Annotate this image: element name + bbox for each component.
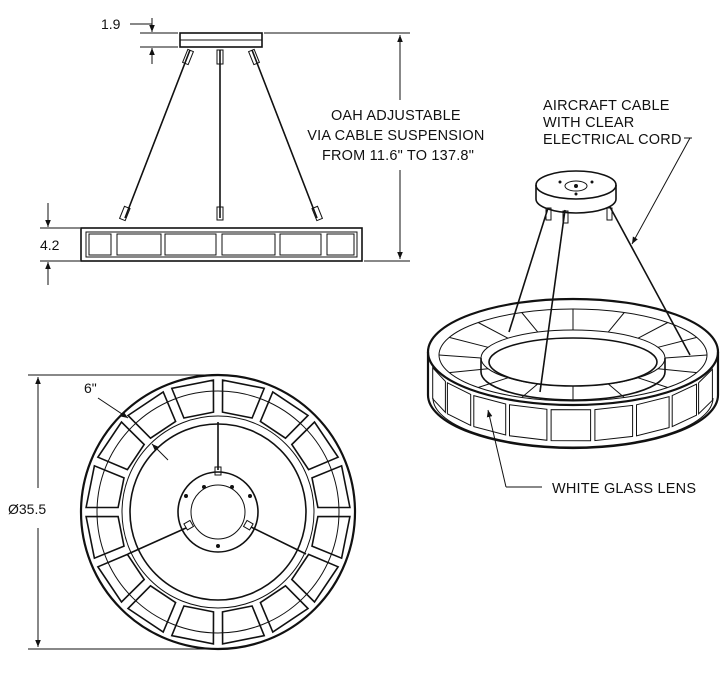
ring-outer-inner-circle <box>96 390 340 634</box>
lens-panel <box>85 464 125 509</box>
outer-lens-panel <box>509 404 548 441</box>
lens-panel <box>126 584 177 634</box>
lens-panel <box>221 605 266 645</box>
aircraft-cable-callout: AIRCRAFT CABLE WITH CLEAR ELECTRICAL COR… <box>543 98 692 245</box>
ring-ribs <box>438 309 708 401</box>
canopy-perspective <box>535 170 617 214</box>
oah-line-1: OAH ADJUSTABLE <box>331 108 461 124</box>
lens-callout-label: WHITE GLASS LENS <box>552 481 696 497</box>
lens-width-dimension: 6" <box>84 380 169 461</box>
suspension-cables-perspective <box>508 206 691 393</box>
outer-lens-panel <box>550 409 592 442</box>
ring-rib <box>637 322 669 339</box>
lens-panel <box>126 390 177 440</box>
ring-rib <box>607 312 625 333</box>
perspective-view: AIRCRAFT CABLE WITH CLEAR ELECTRICAL COR… <box>426 98 720 497</box>
suspension-cables-side <box>118 48 324 222</box>
lens-panel <box>96 553 146 604</box>
ring-outer-circle <box>79 373 357 651</box>
lens-panel <box>259 584 310 634</box>
lens-callout: WHITE GLASS LENS <box>486 409 696 497</box>
canopy-height-label: 1.9 <box>101 16 121 32</box>
canopy-plan-outer <box>177 471 259 553</box>
ring-height-label: 4.2 <box>40 237 60 253</box>
outer-lens-panel <box>636 395 670 437</box>
oah-line-2: VIA CABLE SUSPENSION <box>307 128 484 144</box>
ring-rib <box>449 336 489 348</box>
oah-callout: OAH ADJUSTABLE VIA CABLE SUSPENSION FROM… <box>307 108 489 164</box>
lens-panel <box>311 464 351 509</box>
side-elevation-view: 1.9 4.2 OAH ADJUSTABLE VIA CABLE SUSPENS… <box>40 16 489 285</box>
lens-panel <box>170 605 215 645</box>
outer-lens-panel <box>594 404 634 442</box>
cable-line-2: WITH CLEAR <box>543 115 634 131</box>
lens-panel <box>170 379 215 419</box>
ring-rib <box>521 383 539 398</box>
outer-lens-panel <box>473 394 507 436</box>
canopy-side <box>179 32 263 48</box>
oah-line-3: FROM 11.6" TO 137.8" <box>322 148 474 164</box>
ring-rib <box>607 383 625 398</box>
ring-rib <box>449 368 489 374</box>
plan-view: 6" Ø35.5 <box>8 373 357 651</box>
lens-panel <box>259 390 310 440</box>
outer-lens-panel <box>446 381 472 427</box>
ring-rib <box>477 322 509 339</box>
cable-line-1: AIRCRAFT CABLE <box>543 98 670 114</box>
ring-inner-outer-circle <box>121 415 315 609</box>
lens-panel <box>221 379 266 419</box>
canopy-plan-inner <box>190 484 246 540</box>
ring-rib <box>521 312 539 333</box>
ring-rib <box>657 368 697 374</box>
lens-panel <box>311 515 351 560</box>
ring-rib <box>657 336 697 348</box>
ring-rib <box>438 354 482 359</box>
lens-panels <box>85 379 351 645</box>
ring-rib <box>664 354 708 359</box>
ring-perspective <box>426 297 720 450</box>
lens-width-label: 6" <box>84 380 97 396</box>
lens-panel <box>85 515 125 560</box>
cable-line-3: ELECTRICAL CORD <box>543 132 682 148</box>
cable-callout: AIRCRAFT CABLE WITH CLEAR ELECTRICAL COR… <box>543 98 682 148</box>
lens-panel <box>96 420 146 471</box>
ring-rib <box>637 377 668 388</box>
lens-panel <box>290 553 340 604</box>
oah-dimension: OAH ADJUSTABLE VIA CABLE SUSPENSION FROM… <box>264 32 489 262</box>
outer-lens-panel <box>671 383 697 428</box>
lens-panel <box>290 420 340 471</box>
ring-rib <box>478 377 509 388</box>
diameter-dimension: Ø35.5 <box>8 374 216 650</box>
ring-height-dimension: 4.2 <box>40 203 80 285</box>
outer-lens-panel <box>432 366 446 414</box>
canopy-height-dimension: 1.9 <box>101 16 178 64</box>
diameter-label: Ø35.5 <box>8 501 46 517</box>
ring-side <box>80 227 363 262</box>
